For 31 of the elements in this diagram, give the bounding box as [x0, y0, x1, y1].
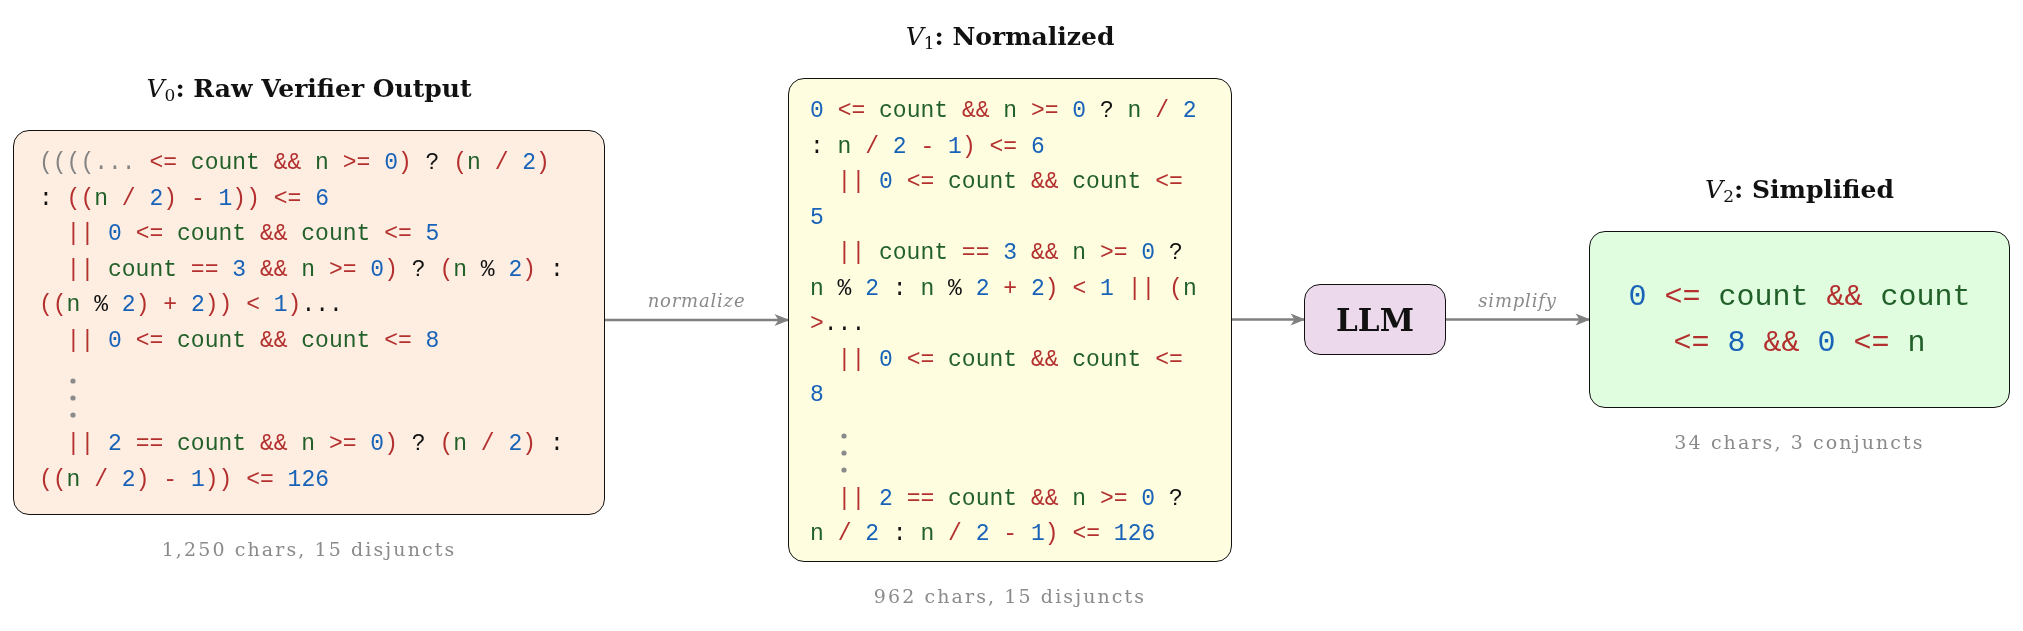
- node-label: LLM: [1336, 300, 1414, 340]
- code-line: 0 <= count && n >= 0 ? n / 2: [810, 97, 1197, 126]
- code-line: n / 2 : n / 2 - 1) <= 126: [810, 520, 1156, 549]
- code-line: || 0 <= count && count <= 8: [66, 326, 440, 356]
- code-line: || count == 3 && n >= 0 ?: [837, 239, 1183, 268]
- code-line: || count == 3 && n >= 0) ? (n % 2) :: [66, 255, 564, 285]
- code-line: 8: [810, 381, 824, 410]
- code-line: ((n % 2) + 2)) < 1)...: [39, 291, 343, 320]
- code-line: : ((n / 2) - 1)) <= 6: [39, 184, 329, 214]
- code-line: ((((... <= count && n >= 0) ? (n / 2): [39, 149, 550, 178]
- code-line: >...: [810, 310, 866, 339]
- panel-heading: V$_{1}$: Normalized: [905, 21, 1115, 54]
- code-line: 5: [810, 203, 824, 233]
- panel-heading: V$_{2}$: Simplified: [1705, 174, 1894, 207]
- stats-label: 962 chars, 15 disjuncts: [873, 584, 1147, 609]
- code-line: || 2 == count && n >= 0 ?: [837, 484, 1183, 514]
- code-line: 0 <= count && count <= 8 && 0 <= n: [1627, 278, 1972, 362]
- arrow: [1232, 313, 1306, 326]
- code-line: ((n / 2) - 1)) <= 126: [39, 465, 329, 495]
- code-line: || 2 == count && n >= 0) ? (n / 2) :: [66, 430, 564, 459]
- code-line: || 0 <= count && count <=: [837, 168, 1183, 197]
- stats-label: 34 chars, 3 conjuncts: [1674, 430, 1925, 455]
- panel-heading: V$_{0}$: Raw Verifier Output: [146, 73, 472, 106]
- process-box: [1304, 284, 1446, 355]
- arrow: [605, 314, 790, 326]
- code-line: : n / 2 - 1) <= 6: [810, 132, 1045, 162]
- stats-label: 1,250 chars, 15 disjuncts: [161, 537, 457, 562]
- arrow: [1446, 313, 1591, 326]
- code-line: || 0 <= count && count <= 5: [66, 220, 440, 249]
- code-line: n % 2 : n % 2 + 2) < 1 || (n: [810, 274, 1197, 304]
- code-line: || 0 <= count && count <=: [837, 345, 1183, 375]
